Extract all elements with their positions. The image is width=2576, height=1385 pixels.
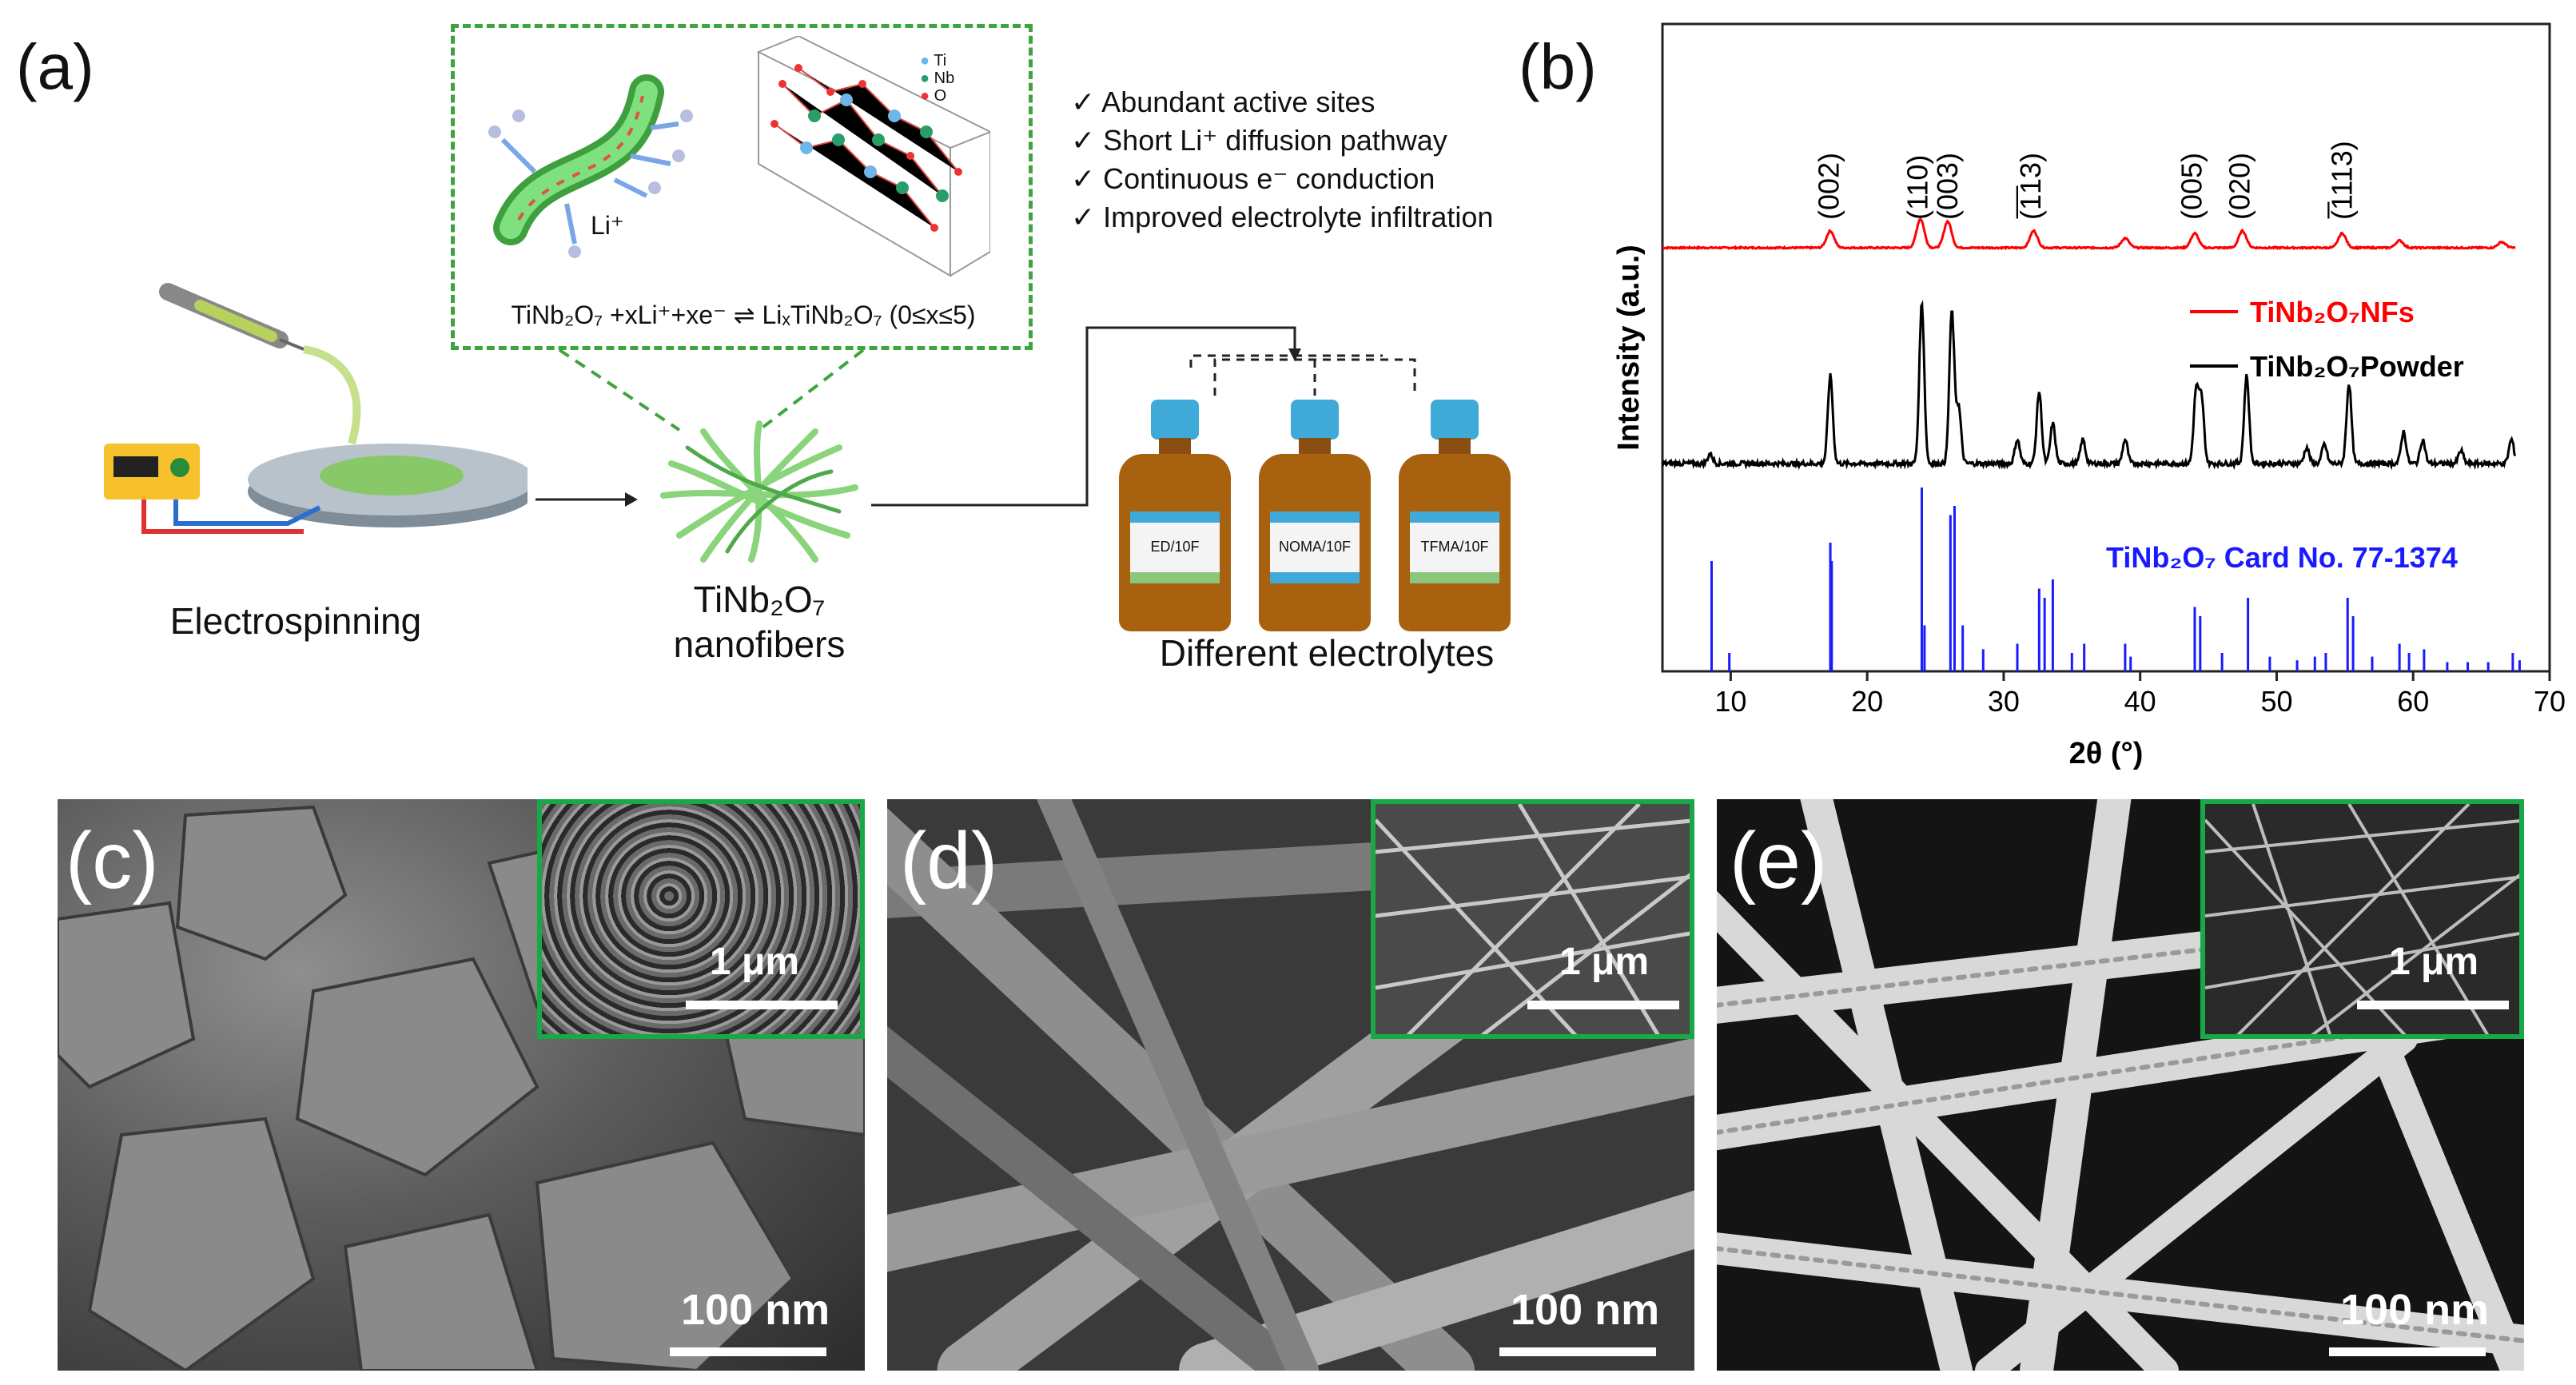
panel-label-d: (d) [900, 816, 998, 905]
advantage-item: ✓ Improved electrolyte infiltration [1071, 201, 1494, 233]
inset-scale-bar-e [2357, 1001, 2509, 1009]
mechanism-box: Li⁺ ● Ti ● Nb ● O TiNb₂O₇ +xLi⁺+xe⁻ ⇌ Li… [451, 24, 1033, 350]
caption-electrolytes: Different electrolytes [1159, 632, 1495, 674]
bottle-noma: NOMA/10F [1259, 400, 1371, 631]
inset-scale-label-e: 1 μm [2389, 941, 2479, 983]
legend-o: ● O [920, 87, 947, 105]
bottle-ed: ED/10F [1119, 400, 1231, 631]
sem-image-d: (d) 1 μm 100 nm [887, 799, 1694, 1371]
inset-scale-label-c: 1 μm [710, 941, 800, 983]
scale-label-e: 100 nm [2340, 1286, 2490, 1334]
legend-label-card: TiNb₂O₇ Card No. 77-1374 [2106, 541, 2458, 574]
nanofibers-illustration [660, 420, 858, 563]
legend-nb: ● Nb [920, 70, 955, 87]
panel-label-c: (c) [66, 816, 159, 905]
x-tick-label: 60 [2397, 685, 2429, 718]
inset-scale-bar-c [686, 1001, 838, 1009]
electrolyte-bottles: ED/10F NOMA/10F TFMA/10F [1119, 400, 1535, 639]
bottle-label: NOMA/10F [1278, 539, 1352, 555]
y-axis-label: Intensity (a.u.) [1612, 245, 1646, 451]
caption-nanofibers: TiNb₂O₇ nanofibers [639, 577, 879, 667]
x-axis-label: 2θ (°) [2069, 737, 2144, 770]
crystal-structure-illustration [756, 36, 990, 277]
bottle-label: ED/10F [1150, 539, 1200, 555]
advantages-list: ✓ Abundant active sites ✓ Short Li⁺ diff… [1071, 83, 1493, 237]
advantage-item: ✓ Short Li⁺ diffusion pathway [1071, 124, 1447, 157]
peak-label: (005) [2176, 153, 2208, 220]
reaction-equation: TiNb₂O₇ +xLi⁺+xe⁻ ⇌ LiₓTiNb₂O₇ (0≤x≤5) [511, 300, 976, 329]
bottle-label: TFMA/10F [1420, 539, 1489, 555]
atom-legend: ● Ti ● Nb ● O [920, 52, 954, 105]
legend-ti: ● Ti [920, 52, 947, 70]
li-fiber-illustration [488, 74, 693, 258]
x-tick-label: 50 [2260, 685, 2292, 718]
arrow-to-nanofibers [536, 492, 638, 507]
legend-label-powder: TiNb₂O₇Powder [2250, 350, 2464, 383]
electrospinning-illustration [104, 283, 528, 534]
electrolyte-dashed-connector [1213, 358, 1416, 396]
peak-label: (003) [1931, 153, 1964, 220]
plot-frame [1661, 22, 2551, 673]
peak-label: (020) [2223, 153, 2255, 220]
scale-bar-c [670, 1347, 826, 1356]
advantage-item: ✓ Continuous e⁻ conduction [1071, 162, 1435, 195]
li-ion-label: Li⁺ [591, 211, 624, 240]
x-tick-label: 40 [2124, 685, 2156, 718]
inset-image-e: 1 μm [2200, 799, 2524, 1039]
panel-label-e: (e) [1730, 816, 1828, 905]
inset-scale-label-d: 1 μm [1559, 941, 1650, 983]
scale-bar-d [1499, 1347, 1656, 1356]
inset-image-c: 1 μm [537, 799, 865, 1039]
peak-label: (̅1̅13) [2014, 153, 2047, 220]
caption-nanofibers-formula: TiNb₂O₇ [693, 579, 826, 620]
xrd-chart: 10 20 30 40 50 60 70 2θ (°) Intensity (a.u.) (002… [1612, 22, 2566, 770]
x-tick-label: 20 [1851, 685, 1883, 718]
peak-label: (̅1113) [2325, 141, 2358, 220]
series-line-powder [1661, 300, 2517, 471]
caption-electrospinning: Electrospinning [169, 600, 422, 642]
panel-label-b: (b) [1519, 31, 1597, 102]
inset-scale-bar-d [1527, 1001, 1679, 1009]
zoom-connector-lines [558, 350, 865, 432]
panel-label-a: (a) [16, 31, 94, 102]
x-tick-label: 10 [1714, 685, 1746, 718]
x-tick-label: 30 [1988, 685, 2020, 718]
legend-label-nfs: TiNb₂O₇NFs [2250, 296, 2415, 328]
scale-label-c: 100 nm [681, 1286, 830, 1334]
arrow-to-electrolytes [871, 326, 1383, 507]
caption-nanofibers-word: nanofibers [673, 623, 846, 665]
sem-image-e: (e) 1 μm 100 nm [1717, 799, 2524, 1371]
sem-image-c: (c) 1 μm 100 nm [58, 799, 865, 1371]
x-tick-label: 70 [2534, 685, 2566, 718]
scale-label-d: 100 nm [1511, 1286, 1660, 1334]
series-line-nfs [1662, 217, 2516, 251]
bottle-tfma: TFMA/10F [1399, 400, 1511, 631]
peak-label: (002) [1812, 153, 1845, 220]
advantage-item: ✓ Abundant active sites [1071, 86, 1376, 118]
scale-bar-e [2329, 1347, 2486, 1356]
peak-label: (110) [1901, 155, 1933, 220]
inset-image-d: 1 μm [1371, 799, 1694, 1039]
